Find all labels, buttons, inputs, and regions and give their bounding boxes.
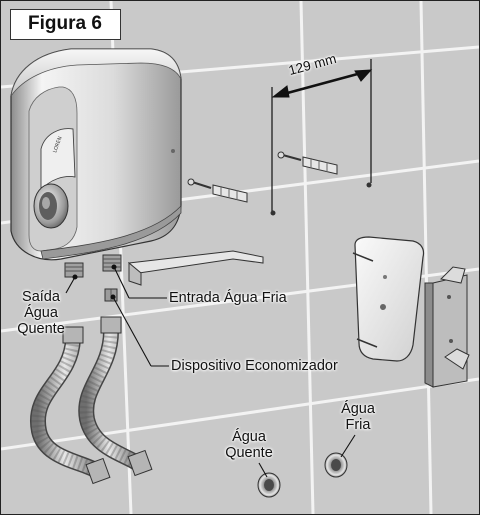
label-wall-quente-line1: Água [232, 429, 266, 445]
water-heater: LOREN [10, 48, 182, 278]
mounting-plate [352, 236, 470, 388]
label-entrada-agua-fria: Entrada Água Fria [169, 290, 287, 306]
svg-text:LOREN: LOREN [52, 135, 64, 153]
leader-lines [65, 264, 356, 478]
flexible-hoses [29, 316, 153, 485]
support-bar [127, 250, 264, 286]
label-saida-line1: Saída [22, 289, 60, 305]
label-saida-agua-quente: Saída Água Quente [11, 289, 71, 337]
label-wall-quente-line2: Quente [225, 445, 273, 461]
label-wall-agua-quente: Água Quente [219, 429, 279, 461]
wall-anchors [187, 151, 372, 216]
label-wall-fria-line1: Água [341, 401, 375, 417]
label-saida-line2: Água [24, 305, 58, 321]
figure-title: Figura 6 [10, 9, 121, 40]
label-saida-line3: Quente [17, 321, 65, 337]
label-wall-fria-line2: Fria [345, 417, 371, 433]
wall-outlet-cold [324, 452, 348, 478]
dimension-129mm [271, 59, 373, 211]
label-dispositivo-economizador: Dispositivo Economizador [171, 358, 338, 374]
label-wall-agua-fria: Água Fria [333, 401, 383, 433]
wall-outlet-hot [257, 472, 281, 498]
economizer-device [104, 288, 118, 302]
